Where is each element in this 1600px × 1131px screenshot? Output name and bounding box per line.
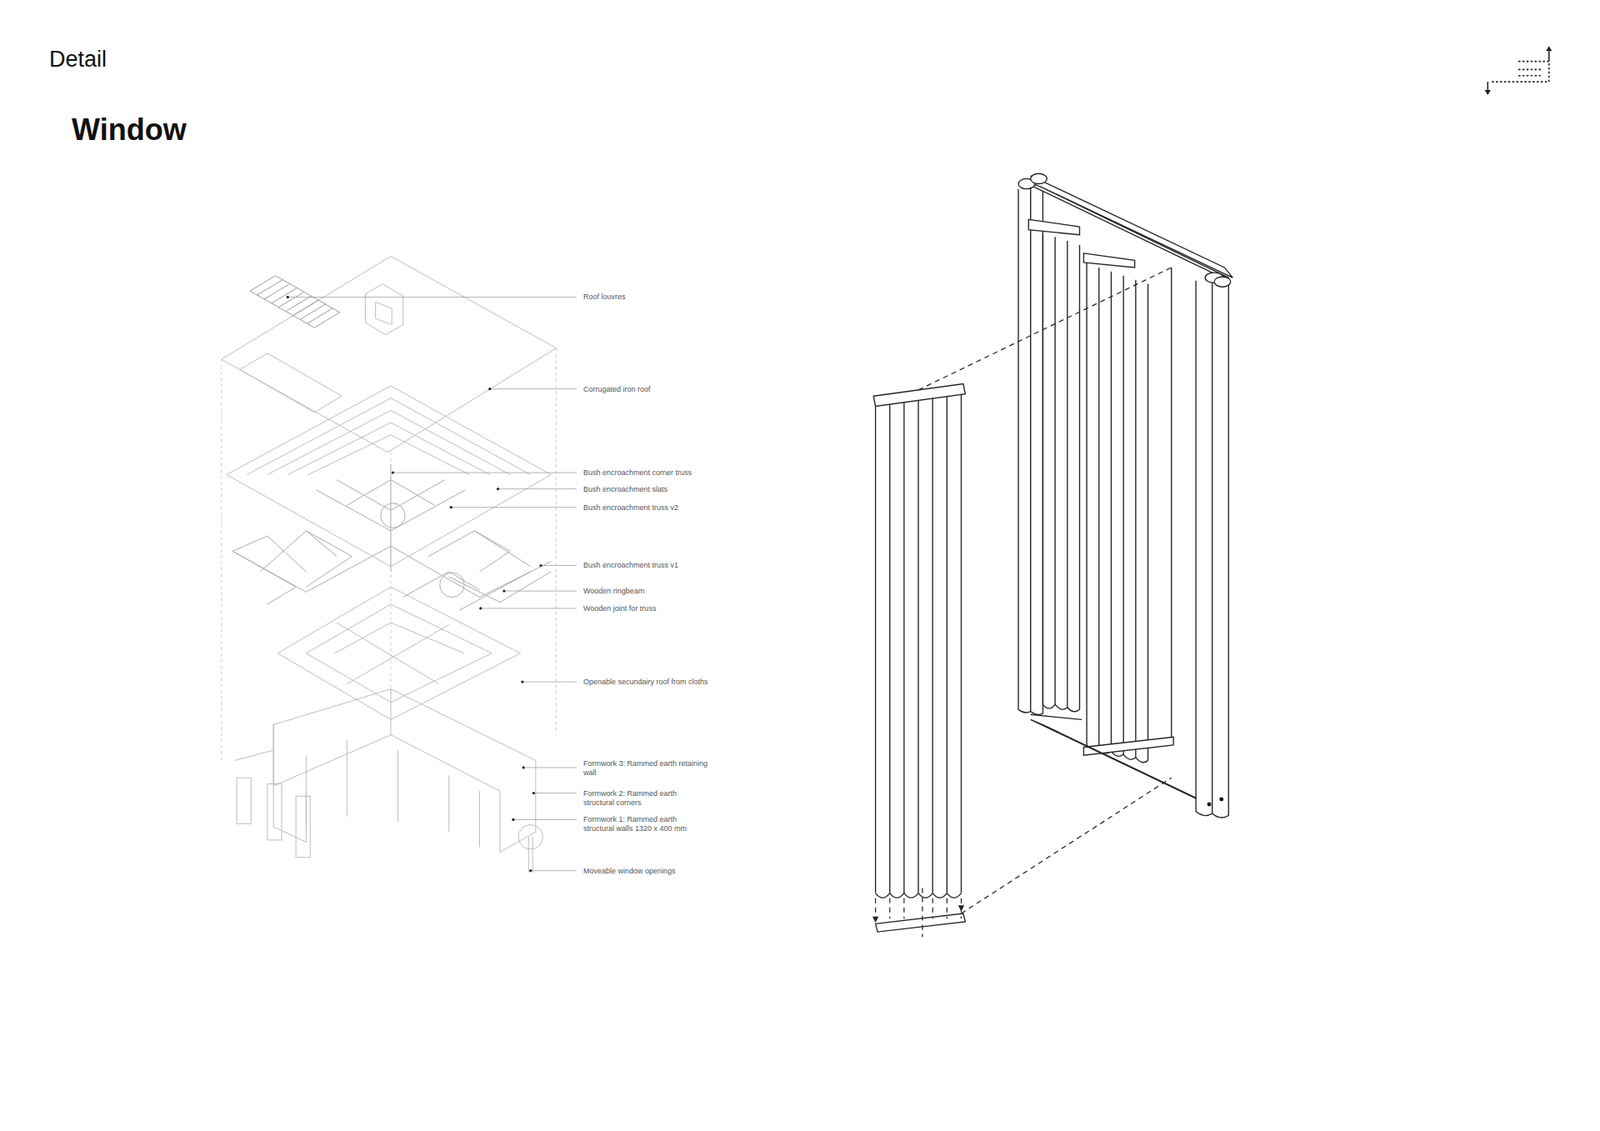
callout-label: Wooden joint for truss <box>581 604 709 614</box>
callout-label: Corrugated iron roof <box>581 385 709 395</box>
callout-label: Formwork 3: Rammed earth retaining wall <box>581 759 709 778</box>
logo <box>1487 50 1549 90</box>
exploded-axonometric <box>221 255 557 873</box>
page-heading: Detail <box>49 46 107 73</box>
leader-line <box>287 296 577 870</box>
window-frame <box>1018 173 1233 818</box>
callout-label: Bush encroachment truss v2 <box>581 503 709 513</box>
callout-label: Formwork 2: Rammed earth structural corn… <box>581 789 709 808</box>
callout-label: Roof louvres <box>581 292 709 302</box>
callout-label: Wooden ringbeam <box>581 586 709 596</box>
callout-label: Bush encroachment corner truss <box>581 468 709 478</box>
callout-label: Openable secundairy roof from cloths <box>581 677 709 687</box>
sheet-title: Window <box>71 112 187 148</box>
window-panel <box>873 384 965 933</box>
callout-label: Bush encroachment truss v1 <box>581 560 709 570</box>
callout-label: Moveable window openings <box>581 866 709 876</box>
callout-label: Bush encroachment slats <box>581 485 709 495</box>
callout-label: Formwork 1: Rammed earth structural wall… <box>581 815 709 834</box>
